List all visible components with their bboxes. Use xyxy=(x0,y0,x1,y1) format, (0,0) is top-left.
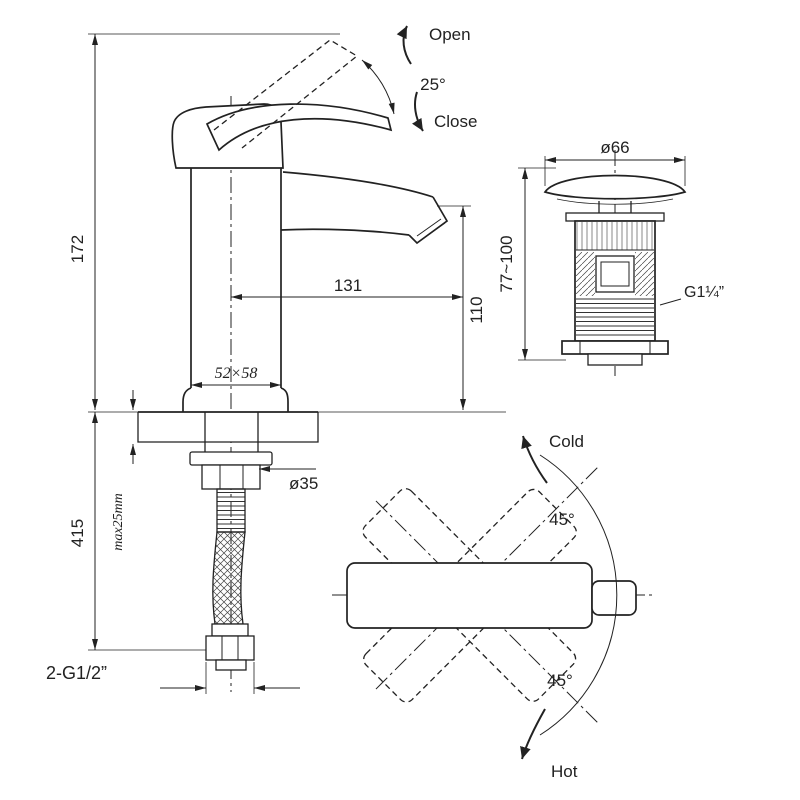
spout-tip xyxy=(408,196,449,245)
waste-knurl-band xyxy=(576,222,654,250)
faucet-side-view xyxy=(88,39,506,692)
waste-thread-label: G1¼” xyxy=(684,284,724,301)
close-arrow xyxy=(412,91,424,132)
waste-bottom-flange xyxy=(561,340,669,355)
waste-cap-underline xyxy=(556,198,674,205)
waste-section-hatch-left xyxy=(576,252,595,296)
cold-arrow xyxy=(521,435,548,484)
hot-label: Hot xyxy=(551,762,578,781)
waste-flange-facets xyxy=(579,341,651,354)
spout-upper-edge xyxy=(282,171,434,198)
hose-collar xyxy=(211,623,249,637)
rotation-annotations: Cold 45° 45° Hot xyxy=(520,432,584,781)
dim-hole-label: ø35 xyxy=(289,474,318,493)
waste-overflow-window xyxy=(595,255,635,293)
dim-base-label: 52×58 xyxy=(215,365,258,382)
waste-thread-zone xyxy=(576,298,654,339)
supply-hose xyxy=(212,531,246,625)
handle-open-dashed xyxy=(213,39,359,149)
faucet-base-flare xyxy=(182,387,289,412)
popup-waste-dimensions: ø66 77~100 G1¼” xyxy=(497,138,724,361)
handle-top-view xyxy=(346,562,593,629)
threaded-stud xyxy=(216,488,246,533)
waste-stem xyxy=(598,201,632,213)
handle-angle-label: 25° xyxy=(420,75,446,94)
open-label: Open xyxy=(429,25,471,44)
hot-angle-label: 45° xyxy=(547,671,573,690)
dim-172-label: 172 xyxy=(68,235,87,263)
close-label: Close xyxy=(434,112,477,131)
hose-nut-facets xyxy=(221,636,239,660)
rotation-sweep-arc xyxy=(539,454,618,736)
handle-knob xyxy=(591,580,637,616)
waste-top-flange xyxy=(565,212,665,222)
thread-leader-line xyxy=(659,298,682,306)
popup-waste-view xyxy=(543,150,687,376)
handle-swing-arc xyxy=(361,59,395,115)
cold-angle-label: 45° xyxy=(549,510,575,529)
hose-end-stub xyxy=(215,659,247,671)
cap-diameter-label: ø66 xyxy=(600,138,629,157)
waste-bottom-stub xyxy=(587,353,643,366)
aerator-lines xyxy=(416,218,446,241)
mounting-nut-facets xyxy=(219,465,244,489)
deck-outline xyxy=(137,412,319,443)
spout-lower-edge xyxy=(280,228,410,236)
dim-415-label: 415 xyxy=(68,519,87,547)
faucet-dimensions: 172 415 131 110 52×58 ø35 max25mm 2-G1/2… xyxy=(46,33,486,694)
hose-hex-nut xyxy=(205,635,255,661)
cold-label: Cold xyxy=(549,432,584,451)
dim-110-label: 110 xyxy=(467,296,486,323)
dim-131-label: 131 xyxy=(334,276,362,295)
open-arrow xyxy=(396,25,412,65)
handle-rotation-view xyxy=(332,454,652,736)
mounting-nut xyxy=(201,464,261,490)
mounting-shank xyxy=(204,412,259,452)
hot-arrow xyxy=(520,708,546,760)
height-range-label: 77~100 xyxy=(497,235,516,292)
waste-window-inner xyxy=(600,261,630,287)
waste-dome-cap xyxy=(543,174,687,200)
max-thickness-label: max25mm xyxy=(111,493,126,551)
open-close-annotation: Open 25° Close xyxy=(396,25,477,132)
mounting-washer xyxy=(189,451,273,466)
handle-closed xyxy=(205,103,393,152)
inlet-thread-label: 2-G1/2” xyxy=(46,663,107,683)
waste-section-hatch-right xyxy=(635,252,654,296)
